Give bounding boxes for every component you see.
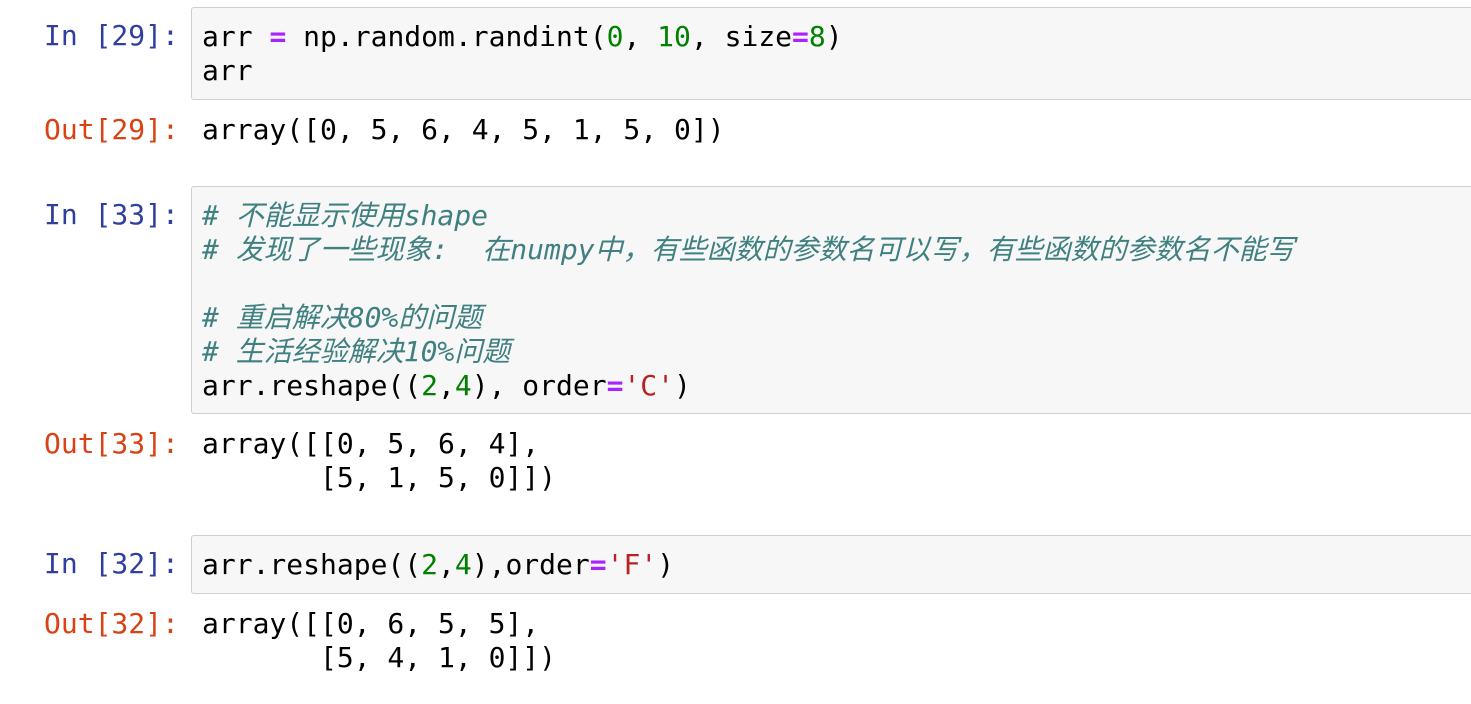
notebook-cell-33: In [33]: # 不能显示使用shape # 发现了一些现象: 在numpy… xyxy=(44,186,1471,494)
notebook-cell-29: In [29]: arr = np.random.randint(0, 10, … xyxy=(0,0,1471,170)
code-input-area[interactable]: arr = np.random.randint(0, 10, size=8) a… xyxy=(191,7,1471,100)
output-text: array([[0, 5, 6, 4], xyxy=(202,427,540,460)
output-prompt: Out[32]: xyxy=(44,607,179,640)
output-text: array([0, 5, 6, 4, 5, 1, 5, 0]) xyxy=(202,113,725,146)
code-line: arr xyxy=(202,54,253,87)
output-text: [5, 4, 1, 0]]) xyxy=(202,641,557,674)
code-line: arr.reshape((2,4),order='F') xyxy=(202,548,675,581)
code-comment: # 重启解决80%的问题 xyxy=(202,301,483,334)
output-text: array([[0, 6, 5, 5], xyxy=(202,607,540,640)
input-prompt: In [32]: xyxy=(44,547,179,580)
output-text: [5, 1, 5, 0]]) xyxy=(202,461,557,494)
output-prompt: Out[33]: xyxy=(44,427,179,460)
code-input-area[interactable]: arr.reshape((2,4),order='F') xyxy=(191,535,1471,594)
code-comment: # 不能显示使用shape xyxy=(202,199,489,232)
code-line: arr = np.random.randint(0, 10, size=8) xyxy=(202,20,843,53)
code-comment: # 生活经验解决10%问题 xyxy=(202,335,511,368)
code-input-area[interactable]: # 不能显示使用shape # 发现了一些现象: 在numpy中，有些函数的参数… xyxy=(191,186,1471,414)
code-line: arr.reshape((2,4), order='C') xyxy=(202,369,691,402)
input-prompt: In [33]: xyxy=(44,198,179,231)
code-comment: # 发现了一些现象: 在numpy中，有些函数的参数名可以写，有些函数的参数名不… xyxy=(202,233,1295,266)
output-prompt: Out[29]: xyxy=(44,113,179,146)
input-prompt: In [29]: xyxy=(44,19,179,52)
